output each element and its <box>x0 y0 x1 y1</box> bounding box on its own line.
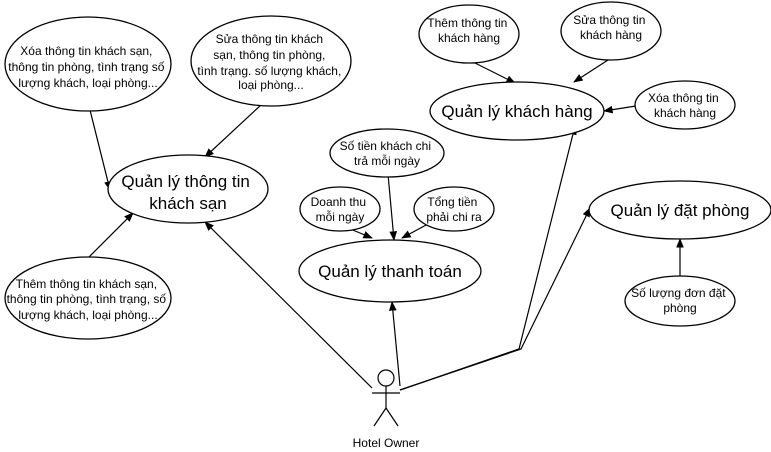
use-case-label: Quản lý khách hàng <box>441 102 592 121</box>
use-case-manage-payments[interactable]: Quản lý thanh toán <box>298 239 482 303</box>
edge-owner-to-payments <box>388 301 401 387</box>
edge-owner-to-hotel-info <box>204 221 373 389</box>
use-case-label: Quản lý thông tin khách sạn <box>121 172 254 213</box>
use-case-label: Quản lý thanh toán <box>318 262 462 281</box>
use-case-label: Quản lý đặt phòng <box>611 201 750 220</box>
edge-add-customer-to-customers <box>474 62 516 84</box>
sub-case-add-hotel-info[interactable]: Thêm thông tin khách sạn, thông tin phòn… <box>4 256 172 340</box>
sub-case-daily-customer-payment[interactable]: Số tiền khách chi trả mỗi ngày <box>329 128 445 178</box>
actor-left-leg <box>373 407 387 427</box>
actor-hotel-owner[interactable]: Hotel Owner <box>353 369 420 450</box>
sub-case-label: Thêm thông tin khách hàng <box>427 16 510 45</box>
sub-case-edit-hotel-info[interactable]: Sửa thông tin khách sạn, thông tin phòng… <box>190 15 352 107</box>
sub-case-delete-customer[interactable]: Xóa thông tin khách hàng <box>634 80 736 130</box>
edge-edit-customer-to-customers <box>573 59 609 83</box>
use-case-manage-hotel-info[interactable]: Quản lý thông tin khách sạn <box>107 154 269 224</box>
sub-case-label: Số lượng đơn đặt phòng <box>631 286 729 315</box>
sub-case-booking-count[interactable]: Số lượng đơn đặt phòng <box>624 275 736 327</box>
sub-case-label: Số tiền khách chi trả mỗi ngày <box>340 139 435 168</box>
sub-case-label: Doanh thu mỗi ngày <box>311 195 370 224</box>
sub-case-label: Xóa thông tin khách sạn, thông tin phòng… <box>8 44 167 90</box>
edge-edit-to-hotel-info <box>204 103 263 158</box>
sub-case-label: Tổng tiền phải chi ra <box>426 195 482 224</box>
edge-owner-to-bookings <box>399 207 591 391</box>
sub-case-label: Sửa thông tin khách sạn, thông tin phòng… <box>197 32 344 92</box>
edge-delete-customer-to-customers <box>603 105 637 114</box>
edge-delete-to-hotel-info <box>89 109 112 191</box>
edge-add-to-hotel-info <box>87 212 134 259</box>
edge-daily-payment-to-payments <box>387 173 398 241</box>
sub-case-add-customer[interactable]: Thêm thông tin khách hàng <box>418 4 520 64</box>
sub-case-delete-hotel-info[interactable]: Xóa thông tin khách sạn, thông tin phòng… <box>4 16 172 112</box>
sub-case-label: Thêm thông tin khách sạn, thông tin phòn… <box>7 277 170 322</box>
sub-case-total-expenses[interactable]: Tổng tiền phải chi ra <box>413 186 495 232</box>
actor-right-leg <box>385 407 399 427</box>
use-case-manage-customers[interactable]: Quản lý khách hàng <box>429 81 605 141</box>
use-case-manage-bookings[interactable]: Quản lý đặt phòng <box>588 180 771 240</box>
sub-case-label: Xóa thông tin khách hàng <box>648 91 722 120</box>
edge-expenses-to-payments <box>401 223 429 239</box>
sub-case-label: Sửa thông tin khách hàng <box>573 13 648 42</box>
actor-head <box>377 369 395 387</box>
actor-label: Hotel Owner <box>353 436 420 450</box>
sub-case-edit-customer[interactable]: Sửa thông tin khách hàng <box>560 1 662 61</box>
sub-case-daily-revenue[interactable]: Doanh thu mỗi ngày <box>299 186 381 232</box>
